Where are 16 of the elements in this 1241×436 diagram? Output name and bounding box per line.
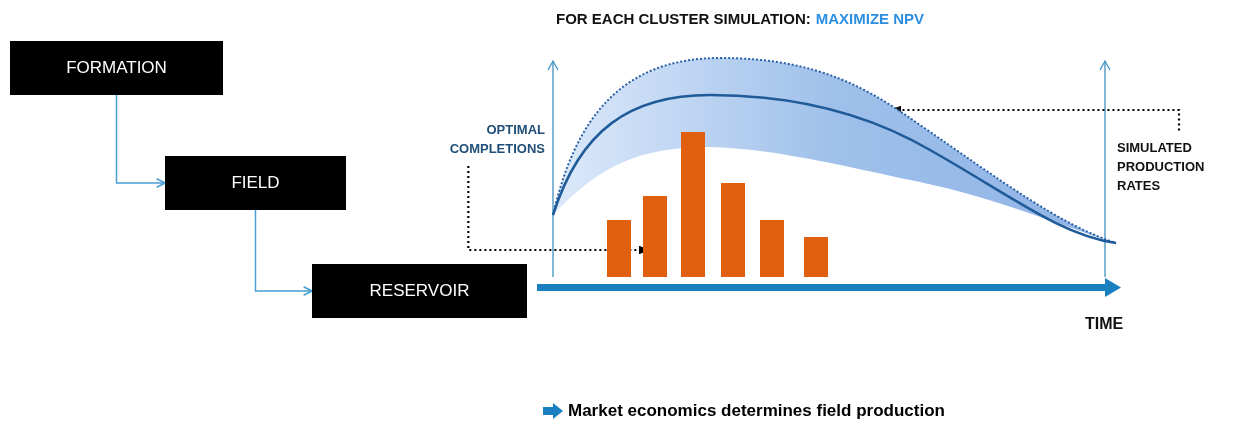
stage-label: FORMATION (66, 58, 167, 78)
production-rate-band-drawing (551, 55, 1118, 247)
callout-text: SIMULATED PRODUCTION RATES (1117, 138, 1241, 196)
chart-title: FOR EACH CLUSTER SIMULATION: (556, 10, 811, 27)
stage-box (10, 41, 223, 95)
title-highlight: MAXIMIZE NPV (815, 10, 925, 27)
stage-label: RESERVOIR (369, 281, 470, 301)
completion-bars-drawing (607, 132, 828, 277)
callout-text: OPTIMAL COMPLETIONS (440, 120, 545, 160)
stage-box (312, 264, 527, 318)
stage-label: FIELD (231, 173, 280, 193)
axis-label: TIME (1085, 315, 1124, 333)
stage-box (165, 156, 346, 210)
arrow (254, 209, 313, 296)
legend-text: Market economics determines field production (568, 401, 945, 421)
arrow (115, 94, 166, 188)
